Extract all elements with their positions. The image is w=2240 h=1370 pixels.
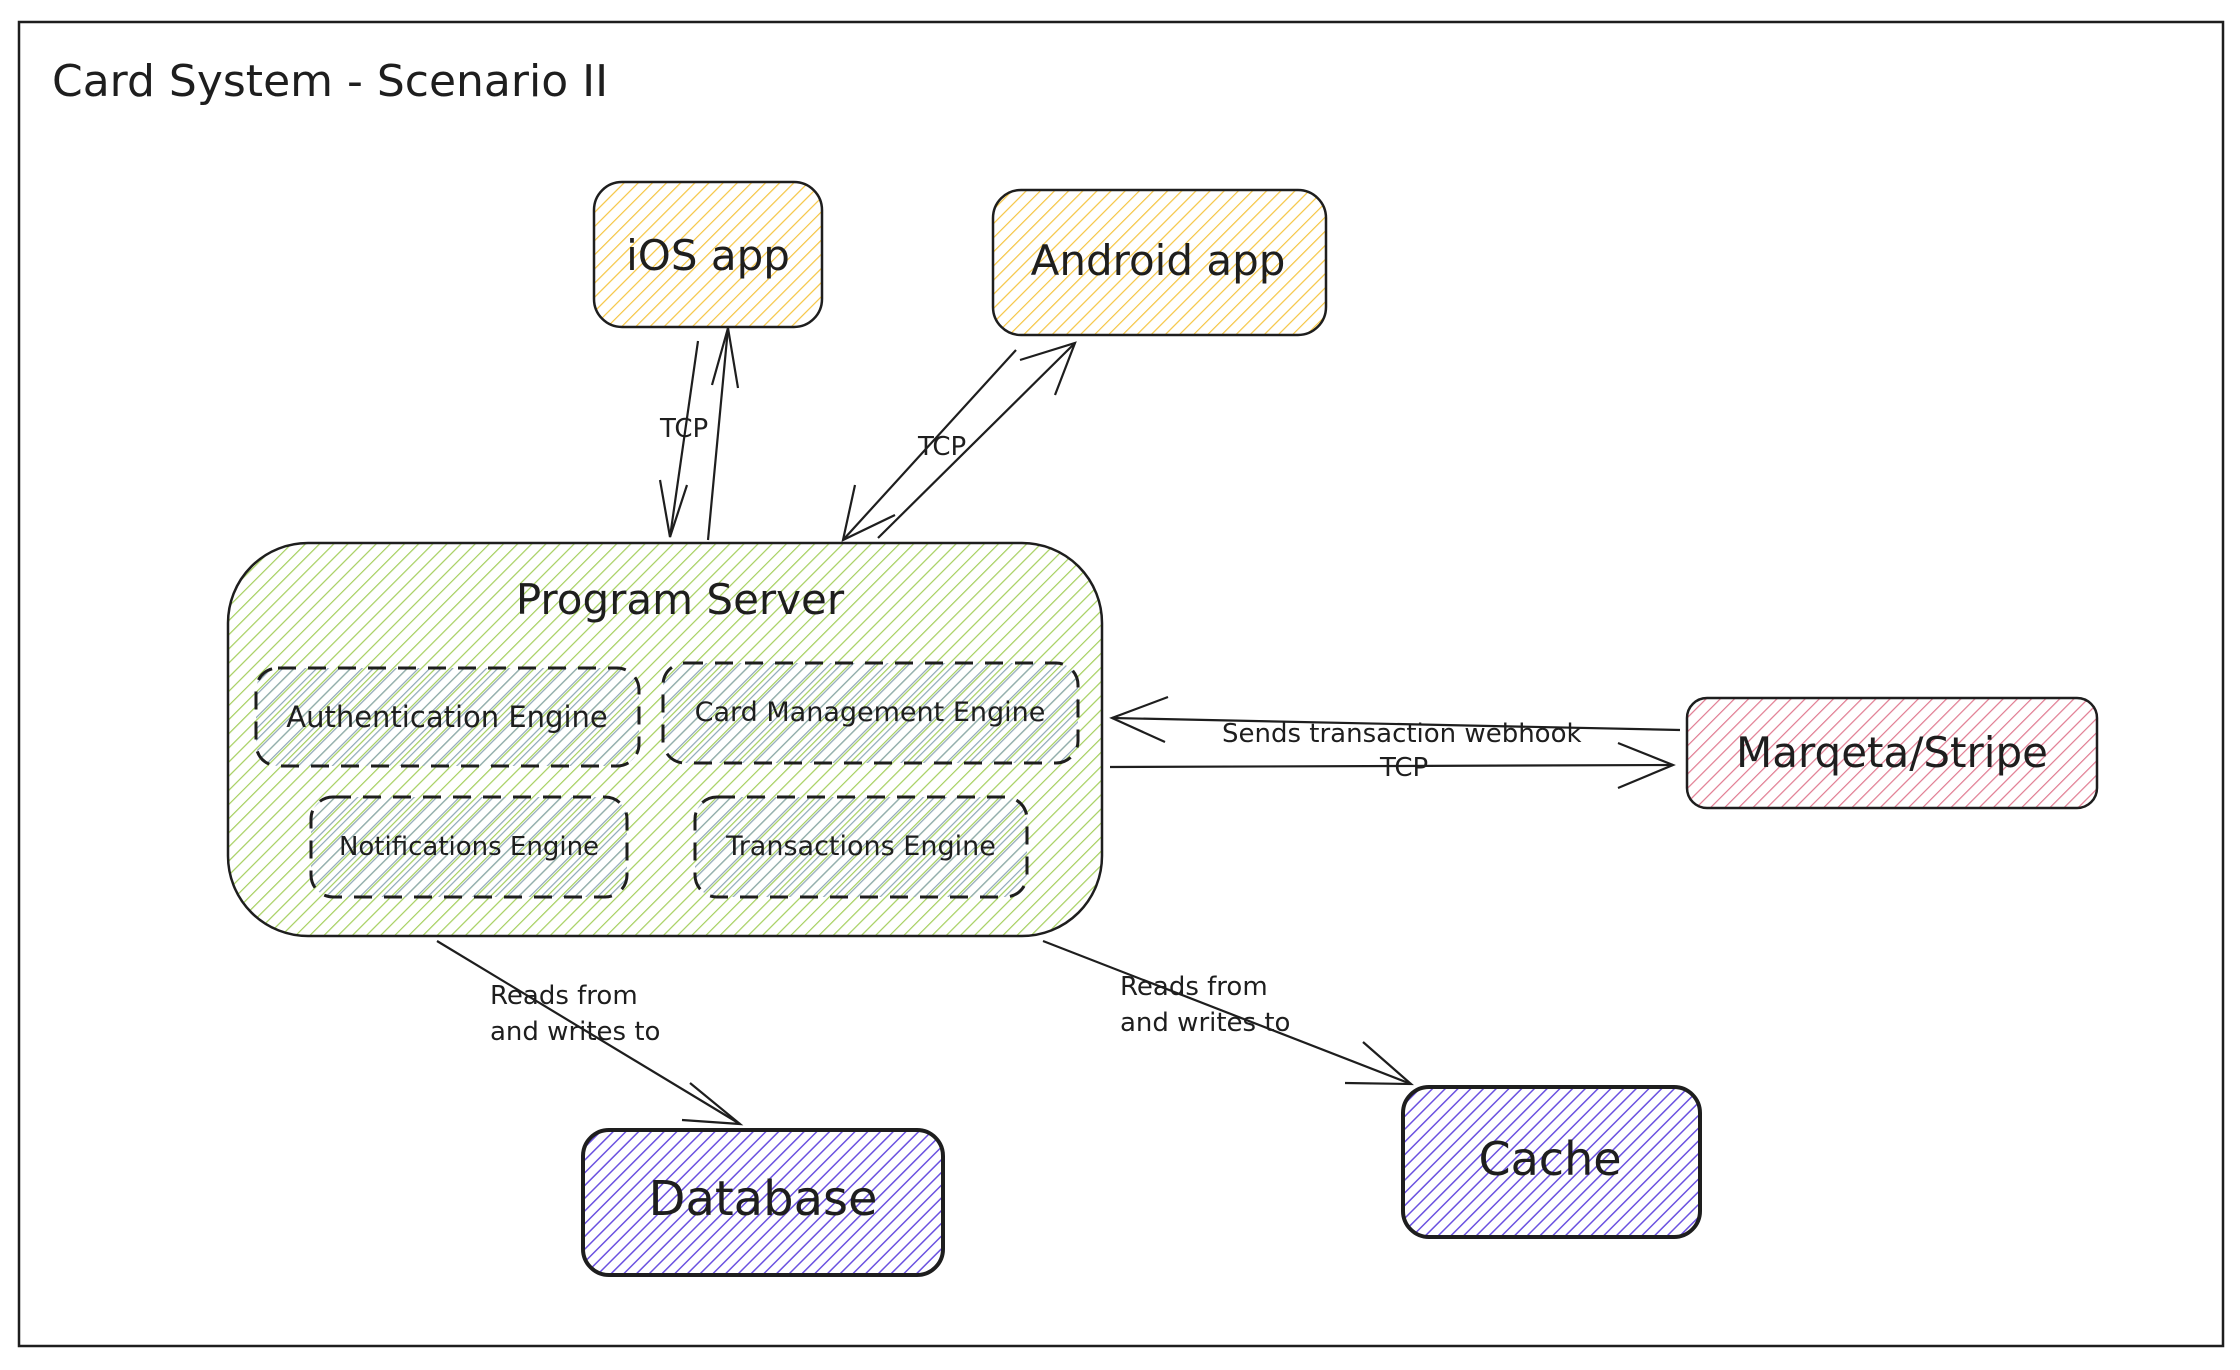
ios-app-node: iOS app <box>592 180 824 329</box>
diagram-frame <box>17 20 2225 1348</box>
database-label: Database <box>648 1171 877 1227</box>
android-app-label: Android app <box>1031 236 1286 285</box>
authentication-engine-label: Authentication Engine <box>286 700 608 734</box>
notifications-engine-node: Notifications Engine <box>309 795 629 899</box>
webhook-connection <box>1109 695 1681 790</box>
card-management-engine-node: Card Management Engine <box>661 661 1080 765</box>
cache-edge-label-line2: and writes to <box>1120 1008 1290 1038</box>
cache-label: Cache <box>1478 1132 1621 1186</box>
database-edge-label-line2: and writes to <box>490 1017 660 1047</box>
card-management-engine-label: Card Management Engine <box>695 697 1046 728</box>
server-database-connection <box>436 940 744 1126</box>
android-tcp-label: TCP <box>917 432 966 462</box>
webhook-tcp-label: TCP <box>1379 753 1428 783</box>
cache-node: Cache <box>1401 1085 1702 1239</box>
server-cache-connection <box>1042 939 1414 1086</box>
marqeta-stripe-node: Marqeta/Stripe <box>1685 696 2099 810</box>
program-server-label: Program Server <box>516 575 845 624</box>
transactions-engine-label: Transactions Engine <box>725 831 996 862</box>
ios-server-connection <box>658 327 740 541</box>
database-node: Database <box>581 1128 945 1277</box>
notifications-engine-label: Notifications Engine <box>339 832 599 862</box>
android-server-connection <box>841 341 1077 542</box>
ios-tcp-label: TCP <box>659 414 708 444</box>
marqeta-stripe-label: Marqeta/Stripe <box>1736 728 2048 777</box>
cache-edge-label-line1: Reads from <box>1120 972 1268 1002</box>
webhook-label: Sends transaction webhook <box>1222 719 1582 749</box>
transactions-engine-node: Transactions Engine <box>693 795 1029 899</box>
database-edge-label-line1: Reads from <box>490 981 638 1011</box>
ios-app-label: iOS app <box>626 231 790 280</box>
diagram-title: Card System - Scenario II <box>52 56 608 107</box>
authentication-engine-node: Authentication Engine <box>254 666 641 768</box>
android-app-node: Android app <box>991 188 1328 337</box>
